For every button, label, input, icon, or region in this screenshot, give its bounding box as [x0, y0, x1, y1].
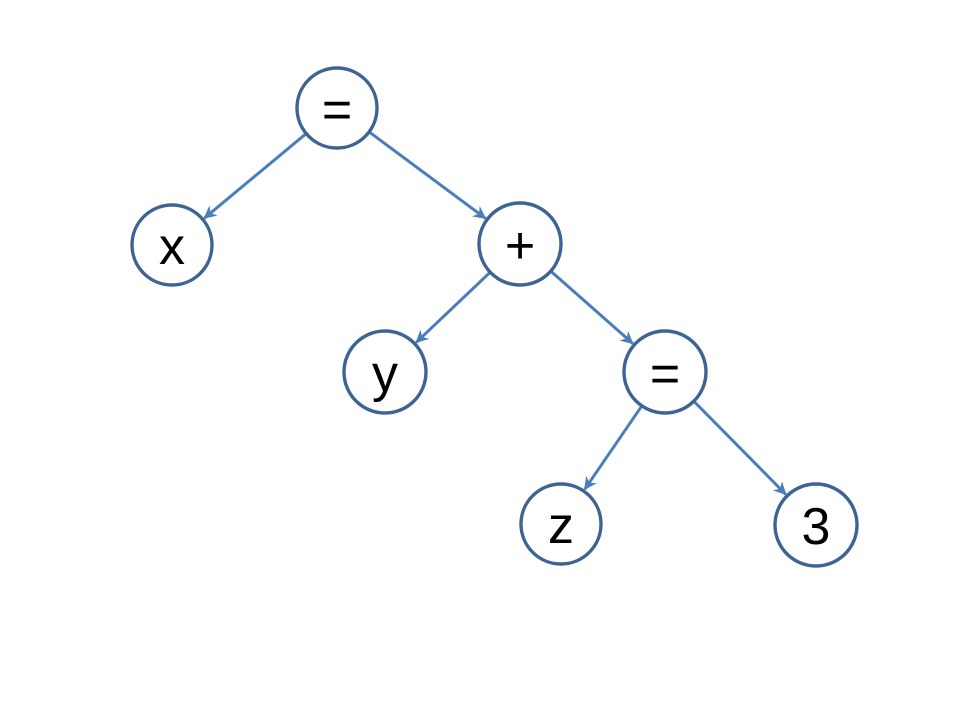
tree-edge-assign-inner-var-z	[583, 405, 643, 491]
node-label: y	[372, 345, 398, 403]
node-label: =	[650, 345, 680, 403]
node-label: x	[159, 218, 185, 276]
node-circle	[773, 482, 859, 568]
node-circle	[477, 201, 563, 287]
node-circle	[342, 329, 428, 415]
tree-edge-assign-inner-const-3	[693, 400, 787, 496]
tree-edge-op-plus-var-y	[415, 271, 491, 344]
node-label: =	[322, 81, 352, 139]
tree-edge-assign-outer-var-x	[203, 133, 307, 220]
node-circle	[519, 482, 603, 566]
node-label: 3	[802, 498, 831, 556]
tree-edge-op-plus-assign-inner	[550, 270, 634, 345]
tree-node-op-plus: +	[477, 201, 563, 287]
node-circle	[130, 203, 214, 287]
tree-node-const-3: 3	[773, 482, 859, 568]
tree-node-var-y: y	[342, 329, 428, 415]
node-label: z	[548, 497, 574, 555]
tree-node-assign-outer: =	[295, 66, 379, 150]
tree-node-assign-inner: =	[622, 329, 708, 415]
tree-edge-assign-outer-op-plus	[369, 131, 487, 220]
node-circle	[622, 329, 708, 415]
tree-node-var-z: z	[519, 482, 603, 566]
tree-node-var-x: x	[130, 203, 214, 287]
node-label: +	[505, 217, 535, 275]
node-circle	[295, 66, 379, 150]
